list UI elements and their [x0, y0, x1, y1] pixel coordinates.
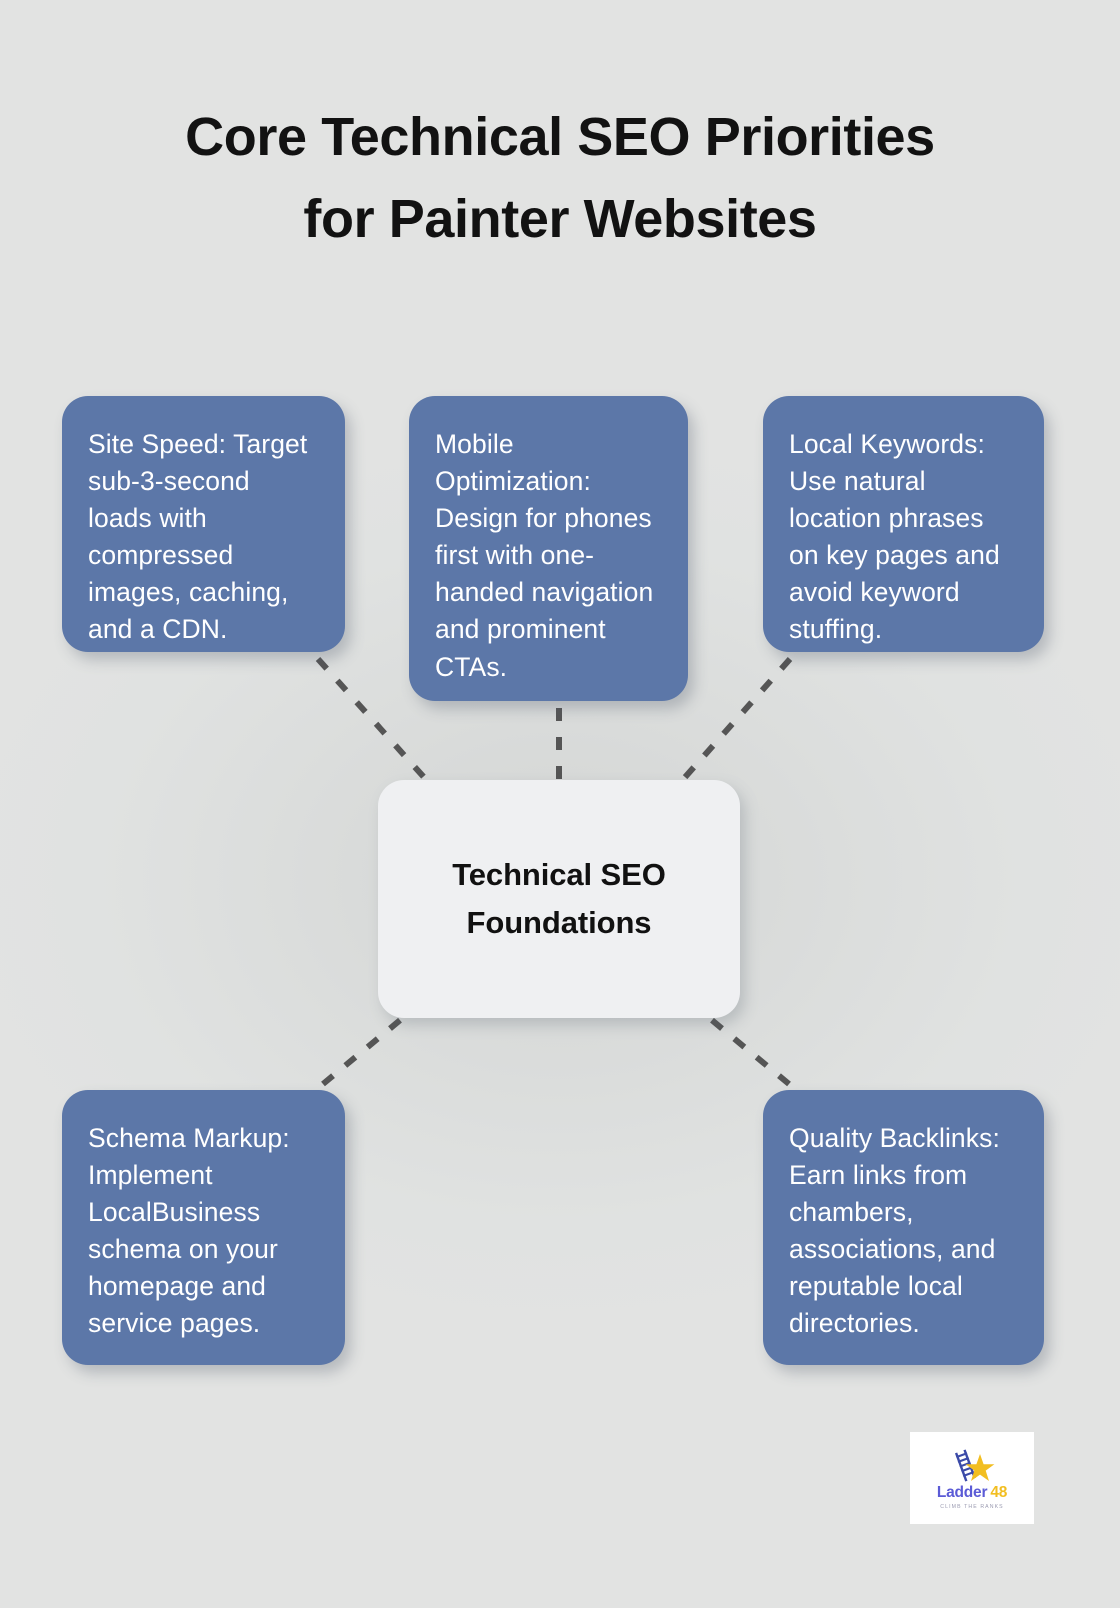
logo-number: 48: [990, 1483, 1008, 1501]
ladder-star-icon: [954, 1449, 995, 1482]
spoke-card-text: Schema Markup: Implement LocalBusiness s…: [88, 1123, 290, 1339]
spoke-card-schema-markup[interactable]: Schema Markup: Implement LocalBusiness s…: [62, 1090, 345, 1365]
connector-card-2: [676, 657, 793, 786]
spoke-card-quality-backlinks[interactable]: Quality Backlinks: Earn links from chamb…: [763, 1090, 1044, 1365]
spoke-card-local-keywords[interactable]: Local Keywords: Use natural location phr…: [763, 396, 1044, 652]
connector-card-4: [688, 999, 791, 1087]
spoke-card-text: Local Keywords: Use natural location phr…: [789, 429, 1000, 645]
spoke-card-text: Mobile Optimization: Design for phones f…: [435, 429, 654, 682]
page-title-line-2: for Painter Websites: [303, 189, 817, 250]
spoke-card-mobile-optimization[interactable]: Mobile Optimization: Design for phones f…: [409, 396, 688, 701]
hub-node[interactable]: Technical SEO Foundations: [378, 780, 740, 1018]
hub-label-line-1: Technical SEO: [452, 856, 666, 892]
logo-tagline: CLIMB THE RANKS: [940, 1504, 1004, 1511]
logo-word: Ladder: [936, 1483, 988, 1501]
page-title-line-1: Core Technical SEO Priorities: [185, 107, 935, 167]
hub-label: Technical SEO Foundations: [452, 851, 666, 947]
spoke-card-site-speed[interactable]: Site Speed: Target sub-3-second loads wi…: [62, 396, 345, 652]
spoke-card-text: Quality Backlinks: Earn links from chamb…: [789, 1123, 1000, 1339]
page-title: Core Technical SEO Priorities for Painte…: [0, 96, 1120, 260]
spoke-card-text: Site Speed: Target sub-3-second loads wi…: [88, 429, 308, 645]
hub-label-line-2: Foundations: [466, 905, 652, 940]
connector-card-3: [321, 999, 424, 1087]
